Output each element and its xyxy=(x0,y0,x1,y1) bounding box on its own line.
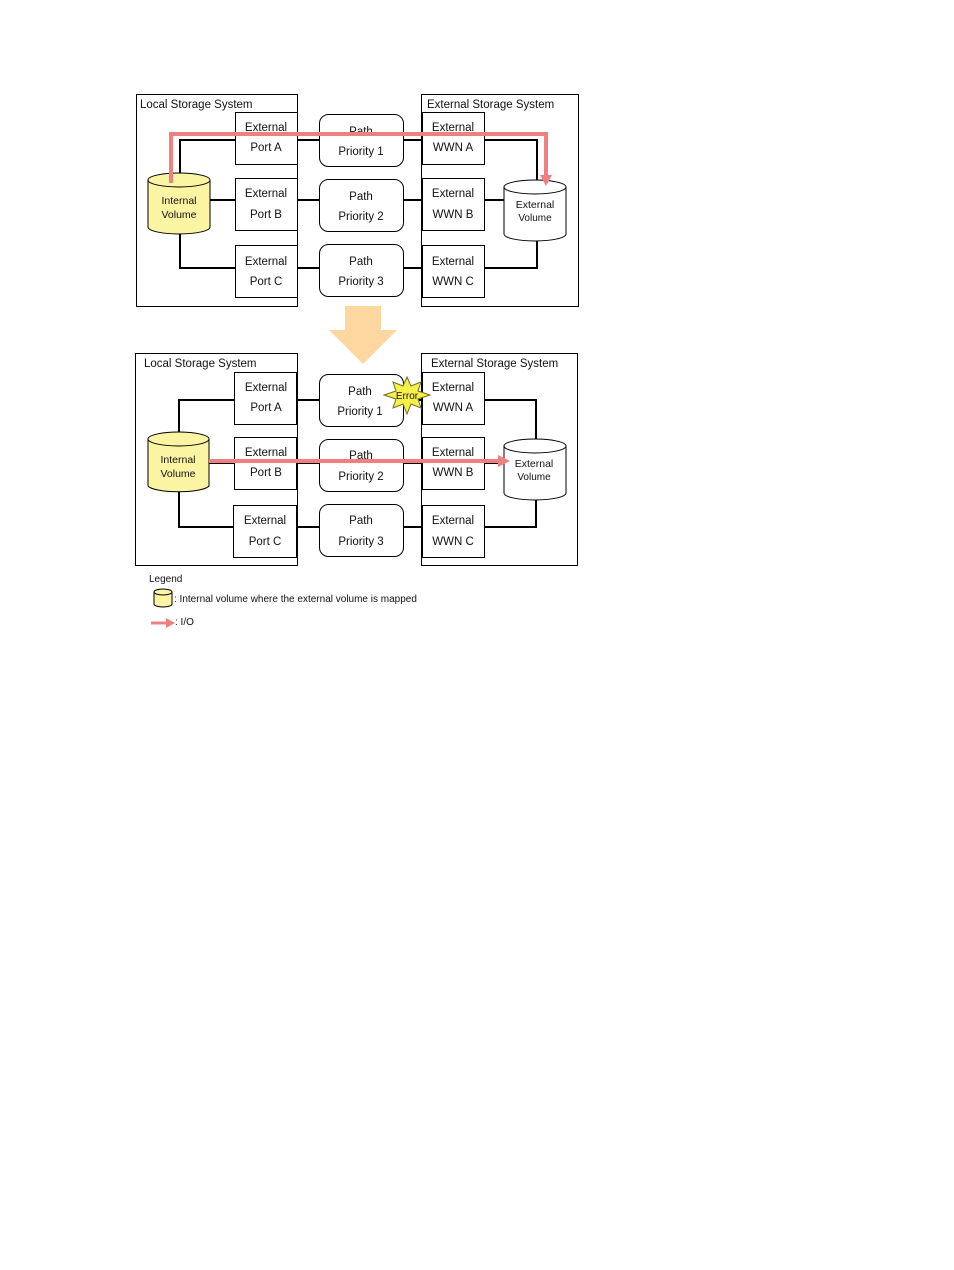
path-priority-2-line2-2: Priority 2 xyxy=(338,471,383,483)
error-label: Error xyxy=(396,391,419,402)
external-wwn-b-line2: WWN B xyxy=(433,209,474,221)
external-wwn-c-box-2 xyxy=(422,505,485,558)
path-priority-3-line1-2: Path xyxy=(349,515,373,527)
internal-volume-cylinder xyxy=(147,172,211,235)
external-port-a-line2-2: Port A xyxy=(250,402,282,414)
local-storage-system-title-2: Local Storage System xyxy=(144,358,257,370)
external-port-a-line1-2: External xyxy=(245,382,287,394)
external-wwn-b-box xyxy=(422,178,485,231)
external-wwn-c-box xyxy=(422,245,485,298)
panel-before-failure: Local Storage System External Storage Sy… xyxy=(136,94,579,307)
internal-volume-line2-2: Volume xyxy=(160,468,195,480)
external-wwn-b-line1-2: External xyxy=(432,447,474,459)
external-wwn-b-line2-2: WWN B xyxy=(433,467,474,479)
external-port-c-line1-2: External xyxy=(244,515,286,527)
external-port-b-line1-2: External xyxy=(245,447,287,459)
legend-internal-volume-icon xyxy=(153,588,173,608)
path-priority-1-box-2 xyxy=(319,374,404,427)
external-volume-line1-2: External xyxy=(515,458,554,470)
transition-down-arrow xyxy=(329,306,397,364)
path-priority-3-line1: Path xyxy=(349,256,373,268)
external-volume-cylinder-2 xyxy=(503,438,567,501)
internal-volume-cylinder-2 xyxy=(147,431,210,493)
error-burst-icon xyxy=(382,375,432,416)
external-wwn-b-line1: External xyxy=(432,188,474,200)
external-port-c-line2-2: Port C xyxy=(249,536,282,548)
external-wwn-a-line2: WWN A xyxy=(433,142,474,154)
legend-io-arrow-icon xyxy=(151,618,175,628)
external-port-c-box xyxy=(235,245,298,298)
external-wwn-a-line1: External xyxy=(432,122,474,134)
external-wwn-a-box xyxy=(422,112,485,165)
internal-volume-line1: Internal xyxy=(161,195,196,207)
external-storage-system-title: External Storage System xyxy=(427,99,554,111)
external-port-b-line2: Port B xyxy=(250,209,282,221)
legend: Legend : Internal volume where the exter… xyxy=(149,574,417,628)
legend-internal-volume-text: : Internal volume where the external vol… xyxy=(174,594,417,605)
path-priority-3-line2-2: Priority 3 xyxy=(338,536,383,548)
external-port-c-line1: External xyxy=(245,256,287,268)
external-port-a-line1: External xyxy=(245,122,287,134)
path-priority-2-box xyxy=(319,179,404,232)
external-port-a-line2: Port A xyxy=(250,142,282,154)
path-priority-1-box xyxy=(319,114,404,167)
external-wwn-a-line1-2: External xyxy=(432,382,474,394)
external-wwn-c-line2-2: WWN C xyxy=(432,536,474,548)
path-priority-2-box-2 xyxy=(319,439,404,492)
path-priority-3-line2: Priority 3 xyxy=(338,276,383,288)
external-wwn-c-line2: WWN C xyxy=(432,276,474,288)
path-priority-1-line2: Priority 1 xyxy=(338,146,383,158)
external-volume-cylinder xyxy=(503,179,567,242)
internal-volume-line1-2: Internal xyxy=(160,454,195,466)
external-wwn-c-line1-2: External xyxy=(432,515,474,527)
panel-after-failure: Local Storage System External Storage Sy… xyxy=(135,353,578,566)
external-wwn-c-line1: External xyxy=(432,256,474,268)
external-volume-line2-2: Volume xyxy=(517,472,551,483)
external-port-a-box-2 xyxy=(234,372,297,425)
external-port-b-line2-2: Port B xyxy=(250,467,282,479)
external-wwn-a-line2-2: WWN A xyxy=(433,402,474,414)
connection-lines xyxy=(179,139,538,269)
io-route-priority-1 xyxy=(169,132,552,186)
external-wwn-b-box-2 xyxy=(422,437,485,490)
external-port-b-box-2 xyxy=(234,437,297,490)
external-port-c-line2: Port C xyxy=(250,276,283,288)
external-port-b-box xyxy=(235,178,298,231)
external-wwn-a-box-2 xyxy=(422,372,485,425)
legend-io-text: : I/O xyxy=(175,617,194,628)
external-port-c-box-2 xyxy=(233,505,297,558)
io-route-priority-2 xyxy=(209,455,510,467)
external-volume-line2: Volume xyxy=(518,213,552,224)
local-storage-system-title: Local Storage System xyxy=(140,99,253,111)
external-port-b-line1: External xyxy=(245,188,287,200)
external-storage-system-title-2: External Storage System xyxy=(431,358,558,370)
internal-volume-line2: Volume xyxy=(161,209,196,221)
path-priority-3-box xyxy=(319,244,404,297)
path-priority-1-line2-2: Priority 1 xyxy=(337,406,382,418)
path-priority-1-line1-2: Path xyxy=(348,386,372,398)
path-priority-2-line1: Path xyxy=(349,191,373,203)
external-port-a-box xyxy=(235,112,298,165)
path-priority-2-line2: Priority 2 xyxy=(338,211,383,223)
external-volume-line1: External xyxy=(516,199,555,211)
legend-title: Legend xyxy=(149,574,182,585)
path-priority-3-box-2 xyxy=(319,504,404,557)
